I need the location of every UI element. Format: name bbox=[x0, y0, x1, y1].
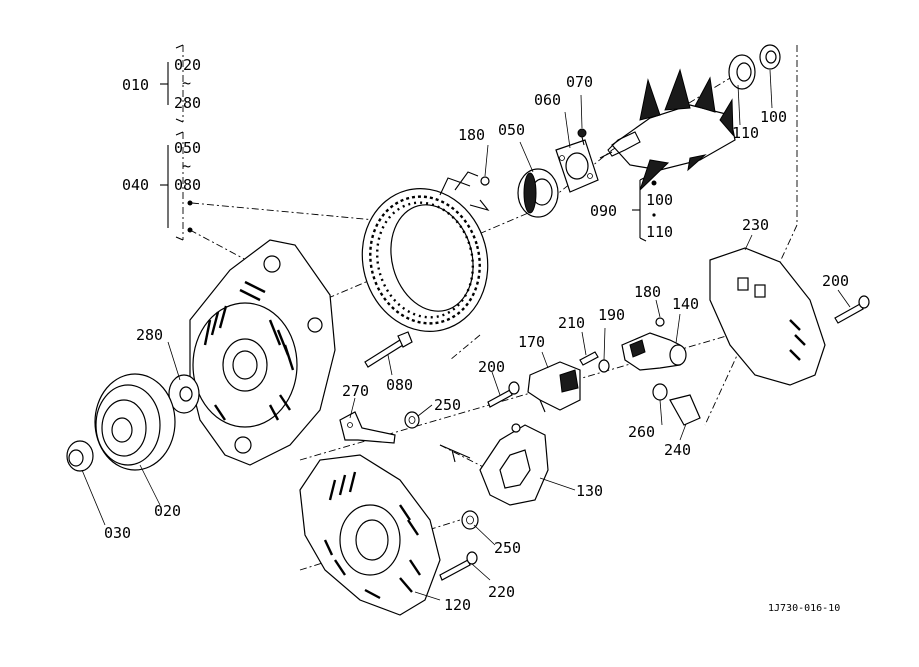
rear-cover-230 bbox=[709, 247, 826, 386]
label-080: 080 bbox=[386, 376, 413, 394]
label-260: 260 bbox=[628, 423, 655, 441]
screw-210 bbox=[579, 351, 599, 366]
label-010: 010 bbox=[122, 76, 149, 94]
screw-190 bbox=[598, 359, 610, 373]
regulator-170 bbox=[527, 361, 581, 413]
label-170: 170 bbox=[518, 333, 545, 351]
label-100-sub: 100 bbox=[646, 191, 673, 209]
label-030: 030 bbox=[104, 524, 131, 542]
group-bracket-010 bbox=[160, 44, 184, 123]
label-110-sub: 110 bbox=[646, 223, 673, 241]
label-080-range-end: 080 bbox=[174, 176, 201, 194]
label-270: 270 bbox=[342, 382, 369, 400]
nut-250-lower bbox=[461, 510, 479, 530]
front-housing bbox=[189, 239, 336, 466]
stator bbox=[361, 171, 490, 332]
label-210: 210 bbox=[558, 314, 585, 332]
label-180-top: 180 bbox=[458, 126, 485, 144]
nut-260 bbox=[652, 383, 668, 401]
label-220: 220 bbox=[488, 583, 515, 601]
brush-holder-140 bbox=[621, 332, 687, 371]
label-200-middle: 200 bbox=[478, 358, 505, 376]
rectifier-130 bbox=[439, 423, 549, 506]
nut-030 bbox=[66, 440, 94, 472]
label-250-lower: 250 bbox=[494, 539, 521, 557]
collar-100 bbox=[759, 44, 781, 70]
label-130: 130 bbox=[576, 482, 603, 500]
label-240: 240 bbox=[664, 441, 691, 459]
label-190: 190 bbox=[598, 306, 625, 324]
label-070: 070 bbox=[566, 73, 593, 91]
rear-housing-120 bbox=[299, 454, 441, 616]
bolt-200-right bbox=[834, 295, 870, 324]
label-050-range-start: 050 bbox=[174, 139, 201, 157]
label-100-top: 100 bbox=[760, 108, 787, 126]
terminal-270 bbox=[339, 411, 396, 444]
label-020-range-start: 020 bbox=[174, 56, 201, 74]
label-090: 090 bbox=[590, 202, 617, 220]
label-230: 230 bbox=[742, 216, 769, 234]
figure-code: 1J730-016-10 bbox=[768, 603, 840, 614]
bearing-plate-060 bbox=[555, 139, 599, 193]
label-040: 040 bbox=[122, 176, 149, 194]
label-120: 120 bbox=[444, 596, 471, 614]
label-280-range-end: 280 bbox=[174, 94, 201, 112]
label-020: 020 bbox=[154, 502, 181, 520]
label-200-right: 200 bbox=[822, 272, 849, 290]
bolt-080 bbox=[364, 331, 413, 368]
plug-240 bbox=[669, 394, 701, 426]
nut-250-upper bbox=[404, 411, 420, 429]
bearing-050 bbox=[517, 168, 559, 218]
bolt-220 bbox=[439, 551, 478, 581]
screw-070 bbox=[577, 128, 587, 146]
bolt-200-middle bbox=[487, 381, 520, 408]
screw-180-top bbox=[480, 176, 490, 186]
label-280: 280 bbox=[136, 326, 163, 344]
label-180-mid: 180 bbox=[634, 283, 661, 301]
label-050: 050 bbox=[498, 121, 525, 139]
label-range-tilde-2: ~ bbox=[182, 157, 191, 175]
pulley-020 bbox=[94, 373, 176, 471]
spacer-280 bbox=[168, 374, 200, 414]
label-110-top: 110 bbox=[732, 124, 759, 142]
rotor-090 bbox=[599, 68, 736, 191]
callout-labels: 010 020 ~ 280 050 ~ 080 040 180 050 060 … bbox=[104, 56, 849, 614]
dot-markers bbox=[187, 180, 657, 233]
label-range-tilde-1: ~ bbox=[182, 74, 191, 92]
label-060: 060 bbox=[534, 91, 561, 109]
label-250-upper: 250 bbox=[434, 396, 461, 414]
bearing-110 bbox=[728, 54, 756, 90]
label-140: 140 bbox=[672, 295, 699, 313]
group-bracket-040 bbox=[160, 131, 184, 241]
screw-180-mid bbox=[655, 317, 665, 327]
leader-lines bbox=[81, 69, 851, 601]
